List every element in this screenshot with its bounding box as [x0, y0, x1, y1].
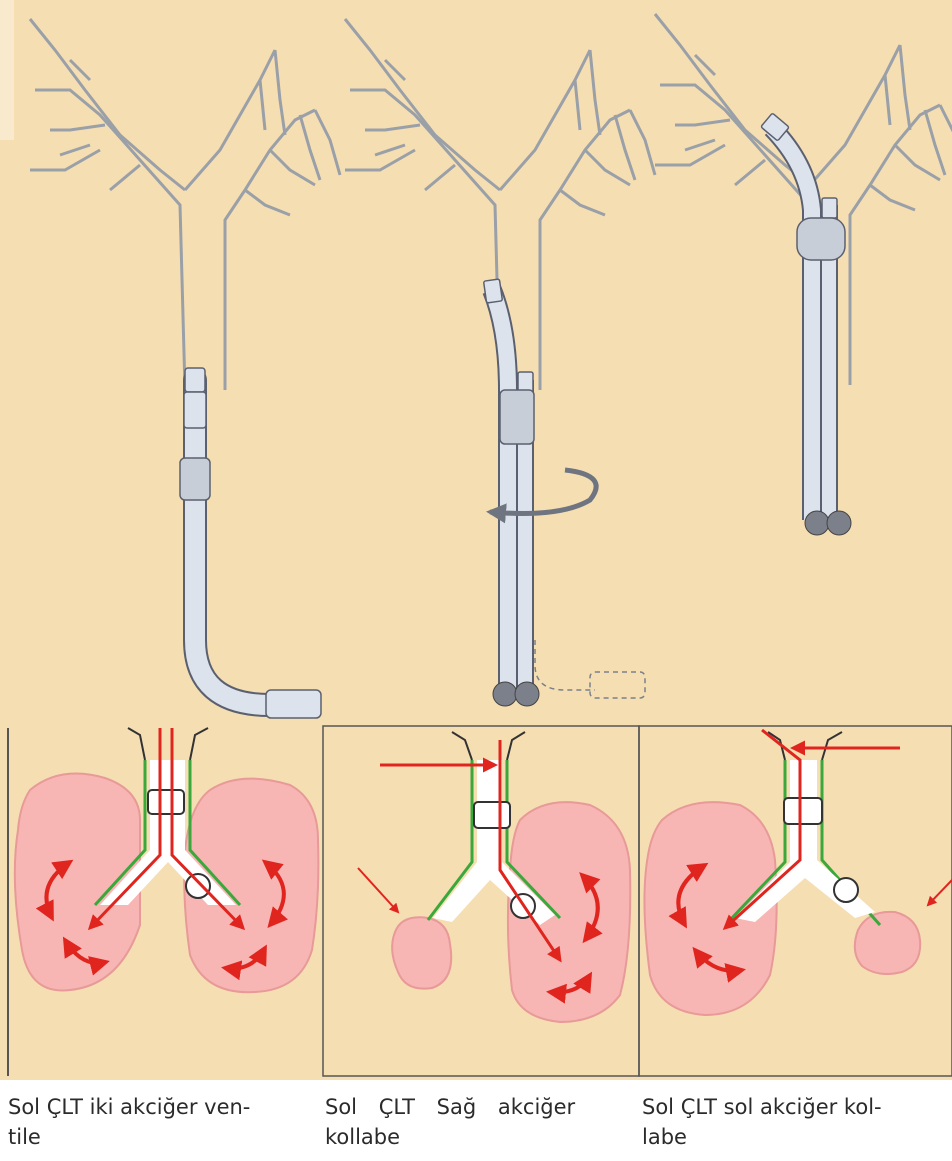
caption-line: labe — [642, 1122, 942, 1152]
caption-right-lung-collapsed: Sol ÇLT Sağ akciğer kollabe — [325, 1092, 615, 1152]
caption-line: Sol ÇLT iki akciğer ven- — [8, 1092, 298, 1122]
tracheal-cuff-icon — [148, 790, 184, 814]
collapsed-lung-icon — [855, 912, 920, 974]
caption-left-lung-collapsed: Sol ÇLT sol akciğer kol- labe — [642, 1092, 942, 1152]
tracheal-cuff — [797, 218, 845, 260]
tracheal-cuff — [180, 458, 210, 500]
tracheal-cuff-icon — [784, 798, 822, 824]
caption-line: Sol ÇLT sol akciğer kol- — [642, 1092, 942, 1122]
bronchial-cuff-icon — [186, 874, 210, 898]
caption-both-lungs-ventilated: Sol ÇLT iki akciğer ven- tile — [8, 1092, 298, 1152]
tracheal-cuff-icon — [474, 802, 510, 828]
collapsed-lung-icon — [392, 917, 451, 988]
tracheal-cuff — [500, 390, 534, 444]
caption-line: tile — [8, 1122, 298, 1152]
bronchial-cuff-icon — [834, 878, 858, 902]
caption-line: kollabe — [325, 1122, 615, 1152]
dlt-placement-figure — [0, 0, 952, 1080]
caption-line: Sol ÇLT Sağ akciğer — [325, 1092, 615, 1122]
